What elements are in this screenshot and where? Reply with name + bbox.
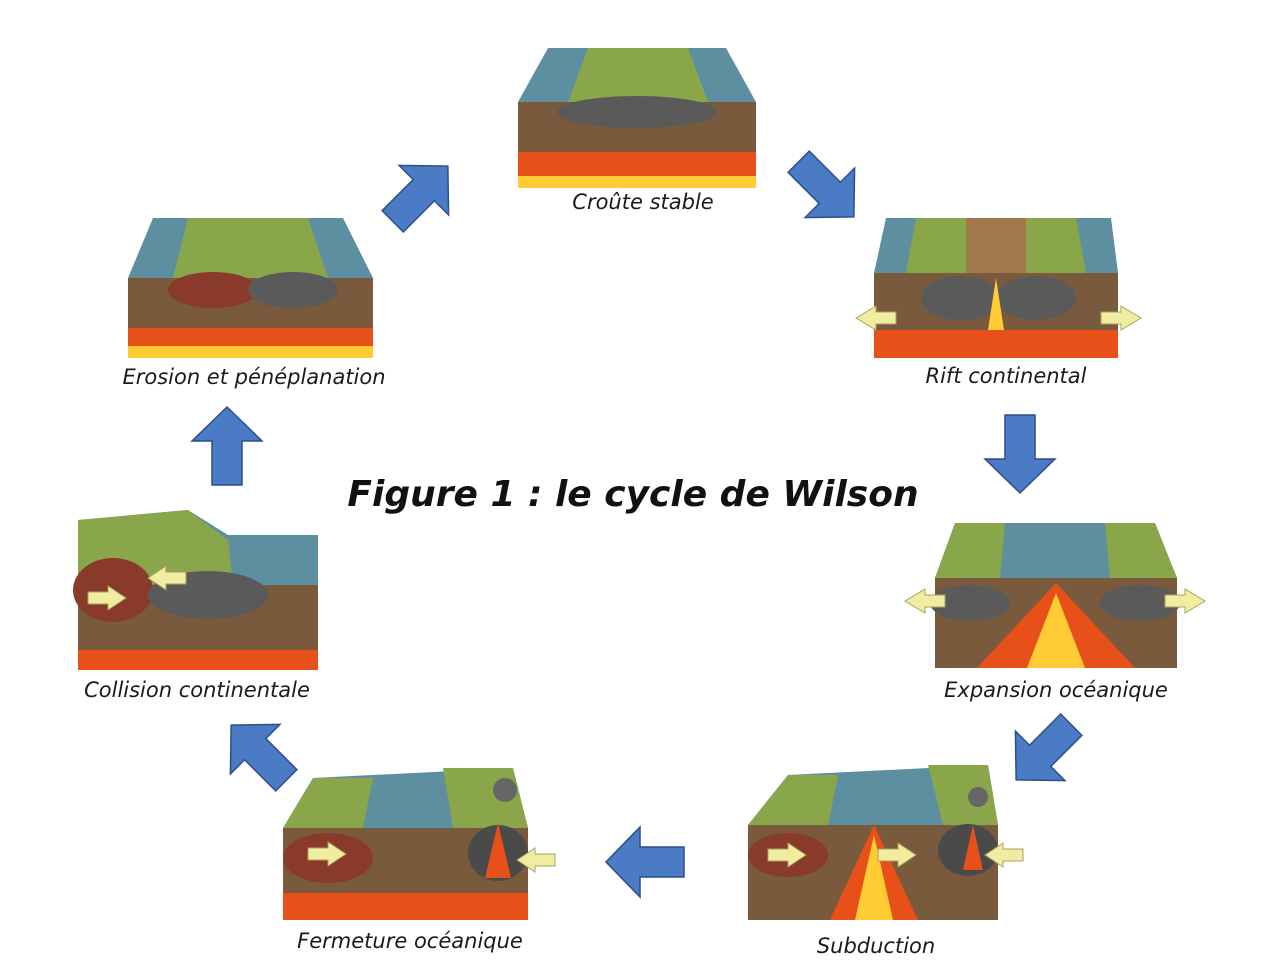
rift-continental-block — [855, 218, 1142, 358]
stage-rift-continental — [855, 218, 1142, 358]
figure-title: Figure 1 : le cycle de Wilson — [347, 474, 919, 515]
stage-label: Croûte stable — [572, 190, 714, 214]
cycle-arrow-5 — [218, 712, 298, 792]
cycle-arrow-7 — [381, 153, 461, 233]
erosion-peneplanation-block — [128, 218, 373, 358]
cycle-arrow-4 — [604, 822, 685, 902]
cycle-arrow-6 — [187, 405, 267, 486]
stage-subduction — [748, 765, 1028, 920]
stage-label: Expansion océanique — [944, 678, 1168, 702]
stage-label: Rift continental — [925, 364, 1087, 388]
stage-croute-stable — [518, 48, 756, 188]
collision-continentale-block — [73, 510, 318, 670]
cycle-arrow-1 — [787, 150, 867, 230]
croute-stable-block — [518, 48, 756, 188]
stage-label: Subduction — [816, 934, 936, 958]
stage-label: Fermeture océanique — [297, 929, 523, 953]
cycle-arrow-3 — [1003, 713, 1083, 793]
subduction-block — [748, 765, 1024, 920]
stage-erosion-peneplanation — [128, 218, 373, 358]
stage-fermeture-oceanique — [283, 768, 558, 920]
stage-expansion-oceanique — [904, 523, 1206, 668]
expansion-oceanique-block — [904, 523, 1206, 668]
stage-label: Erosion et pénéplanation — [122, 365, 386, 389]
stage-collision-continentale — [68, 510, 323, 670]
fermeture-oceanique-block — [283, 768, 556, 920]
stage-label: Collision continentale — [84, 678, 310, 702]
cycle-arrow-2 — [980, 414, 1060, 495]
